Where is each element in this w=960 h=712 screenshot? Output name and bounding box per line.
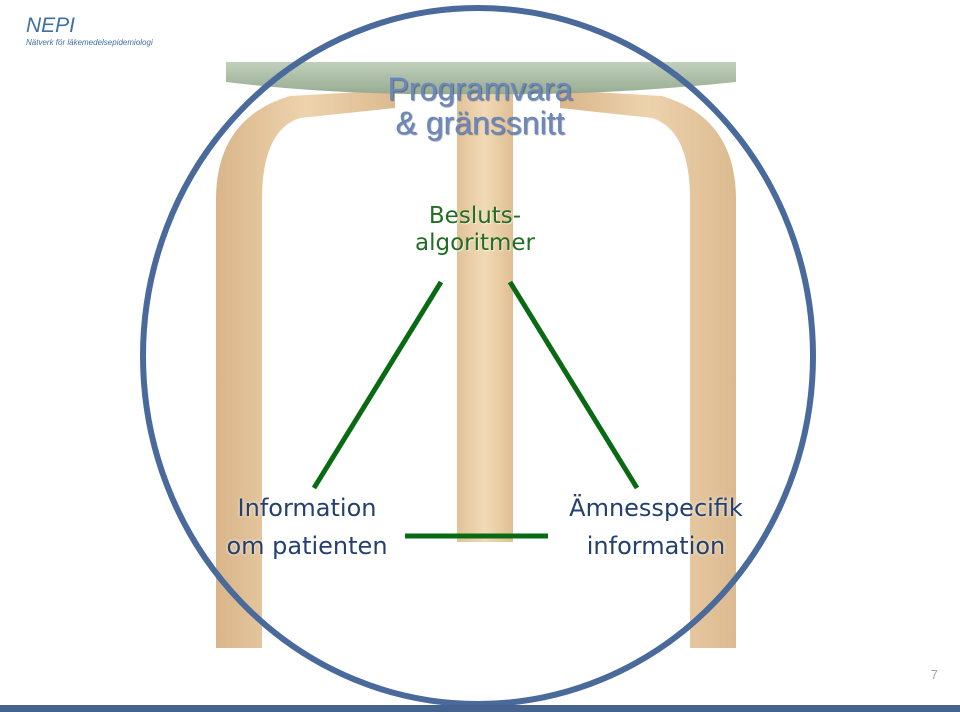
logo-subtitle: Nätverk för läkemedelsepidemiologi bbox=[26, 38, 153, 47]
nepi-logo: NEPI Nätverk för läkemedelsepidemiologi bbox=[26, 14, 153, 48]
stool-seat bbox=[226, 62, 736, 95]
diagram-title: Programvara & gränssnitt bbox=[330, 72, 630, 140]
title-line-1: Programvara bbox=[387, 71, 573, 107]
label-beslutsalgoritmer: Besluts- algoritmer bbox=[380, 203, 570, 257]
page-number: 7 bbox=[930, 667, 938, 682]
left-label-line-1: Information bbox=[237, 494, 377, 522]
bottom-bar bbox=[0, 705, 960, 712]
stool-right-leg bbox=[560, 90, 736, 648]
right-label-line-2: information bbox=[586, 532, 726, 560]
stool-center-leg bbox=[457, 92, 513, 542]
logo-title: NEPI bbox=[26, 14, 76, 37]
label-subject-information: Ämnesspecifik information bbox=[540, 489, 772, 565]
stool-left-leg bbox=[216, 90, 395, 648]
label-patient-information: Information om patienten bbox=[196, 489, 418, 565]
left-label-line-2: om patienten bbox=[226, 532, 388, 560]
stool-photo bbox=[216, 60, 736, 650]
triangle-right-edge bbox=[507, 280, 640, 490]
title-line-2: & gränssnitt bbox=[395, 105, 565, 141]
enclosing-circle bbox=[140, 5, 816, 707]
top-label-line-2: algoritmer bbox=[414, 230, 536, 256]
triangle-left-edge bbox=[311, 280, 444, 490]
top-label-line-1: Besluts- bbox=[428, 203, 522, 229]
right-label-line-1: Ämnesspecifik bbox=[569, 494, 743, 522]
